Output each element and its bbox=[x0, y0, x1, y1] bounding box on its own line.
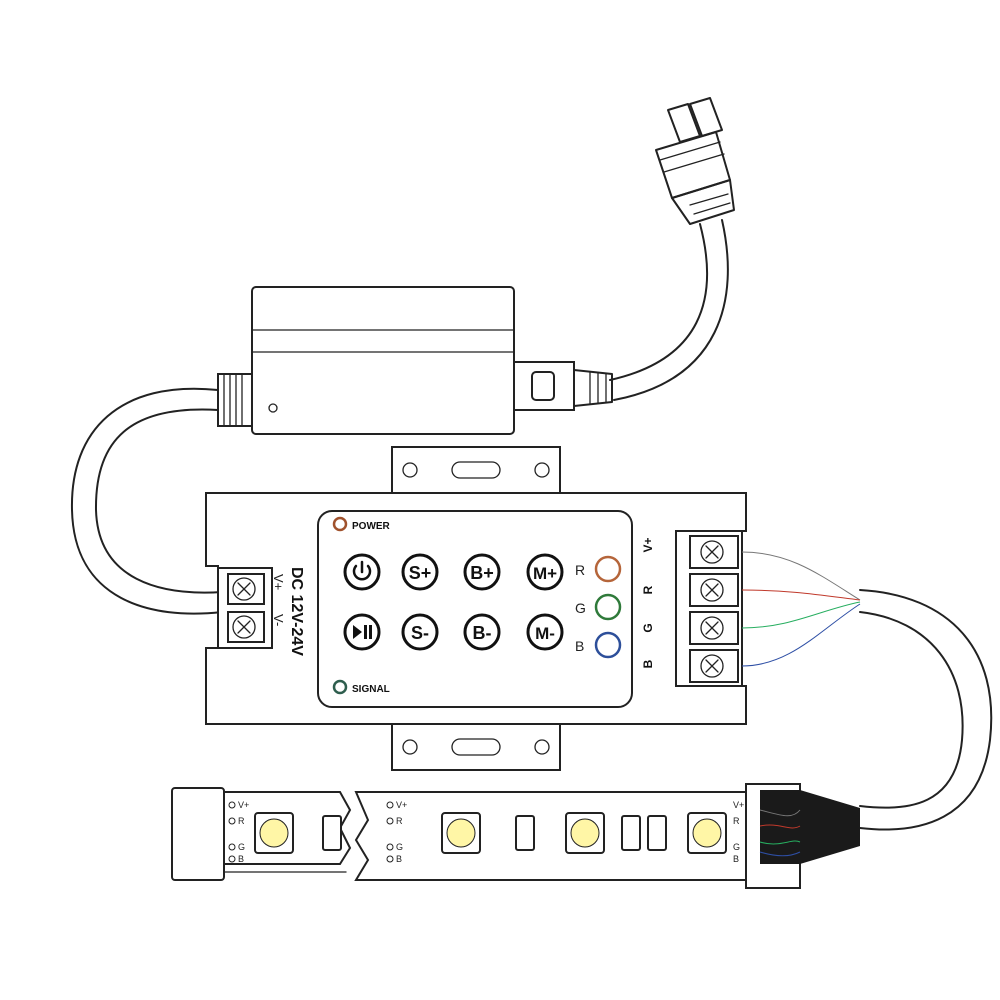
strip-pad-r-right: R bbox=[733, 816, 740, 826]
mode-up-button[interactable]: M+ bbox=[526, 553, 564, 591]
green-channel-label: G bbox=[575, 600, 586, 616]
speed-down-label: S- bbox=[411, 623, 429, 643]
brightness-down-button[interactable]: B- bbox=[463, 613, 501, 651]
input-terminal-block bbox=[217, 567, 273, 649]
strip-pad-r-mid: R bbox=[396, 816, 403, 826]
dc-cord bbox=[70, 387, 223, 615]
power-indicator-led bbox=[332, 516, 348, 532]
ac-cord bbox=[609, 223, 709, 381]
strip-pad-circles-left bbox=[228, 801, 236, 863]
strip-pad-b-left: B bbox=[238, 854, 244, 864]
brightness-up-label: B+ bbox=[470, 563, 494, 583]
power-indicator-label: POWER bbox=[352, 521, 391, 532]
blue-channel-label: B bbox=[575, 638, 584, 654]
output-terminal-g-label: G bbox=[641, 623, 655, 632]
strip-pad-g-left: G bbox=[238, 842, 245, 852]
play-pause-icon bbox=[353, 625, 372, 639]
power-icon bbox=[352, 560, 372, 581]
mode-down-button[interactable]: M- bbox=[526, 613, 564, 651]
brightness-down-label: B- bbox=[473, 623, 492, 643]
strip-pad-b-right: B bbox=[733, 854, 739, 864]
strip-pad-g-mid: G bbox=[396, 842, 403, 852]
speed-up-label: S+ bbox=[409, 563, 432, 583]
power-adapter bbox=[217, 286, 613, 435]
led-chip-3 bbox=[565, 812, 605, 854]
power-button[interactable] bbox=[343, 553, 381, 591]
red-channel-led bbox=[594, 555, 622, 583]
signal-indicator-label: SIGNAL bbox=[352, 684, 390, 695]
mode-up-label: M+ bbox=[533, 564, 557, 583]
green-channel-led bbox=[594, 593, 622, 621]
input-terminal-vplus-label: V+ bbox=[271, 574, 286, 590]
ac-plug bbox=[655, 97, 735, 225]
output-terminal-vplus-label: V+ bbox=[641, 537, 655, 552]
speed-up-button[interactable]: S+ bbox=[401, 553, 439, 591]
output-terminal-b-label: B bbox=[641, 659, 655, 668]
input-voltage-label: DC 12V-24V bbox=[288, 567, 305, 656]
strip-pad-r-left: R bbox=[238, 816, 245, 826]
strip-pad-g-right: G bbox=[733, 842, 740, 852]
strip-pad-b-mid: B bbox=[396, 854, 402, 864]
strip-pad-circles-mid bbox=[386, 801, 394, 863]
led-chip-2 bbox=[441, 812, 481, 854]
output-terminal-block bbox=[675, 530, 743, 687]
strip-pad-vplus-mid: V+ bbox=[396, 800, 407, 810]
resistor bbox=[621, 815, 641, 851]
blue-channel-led bbox=[594, 631, 622, 659]
resistor bbox=[515, 815, 535, 851]
speed-down-button[interactable]: S- bbox=[401, 613, 439, 651]
resistor bbox=[322, 815, 342, 851]
brightness-up-button[interactable]: B+ bbox=[463, 553, 501, 591]
signal-indicator-led bbox=[332, 679, 348, 695]
resistor bbox=[647, 815, 667, 851]
mode-down-label: M- bbox=[535, 624, 555, 643]
led-strip bbox=[171, 783, 860, 889]
led-chip-1 bbox=[254, 812, 294, 854]
red-channel-label: R bbox=[575, 562, 585, 578]
strip-pad-vplus-left: V+ bbox=[238, 800, 249, 810]
strip-pad-vplus-right: V+ bbox=[733, 800, 744, 810]
play-pause-button[interactable] bbox=[343, 613, 381, 651]
strip-cable bbox=[859, 589, 993, 831]
input-terminal-vminus-label: V- bbox=[271, 614, 286, 626]
output-terminal-r-label: R bbox=[641, 585, 655, 594]
led-chip-4 bbox=[687, 812, 727, 854]
output-wires bbox=[741, 551, 861, 667]
